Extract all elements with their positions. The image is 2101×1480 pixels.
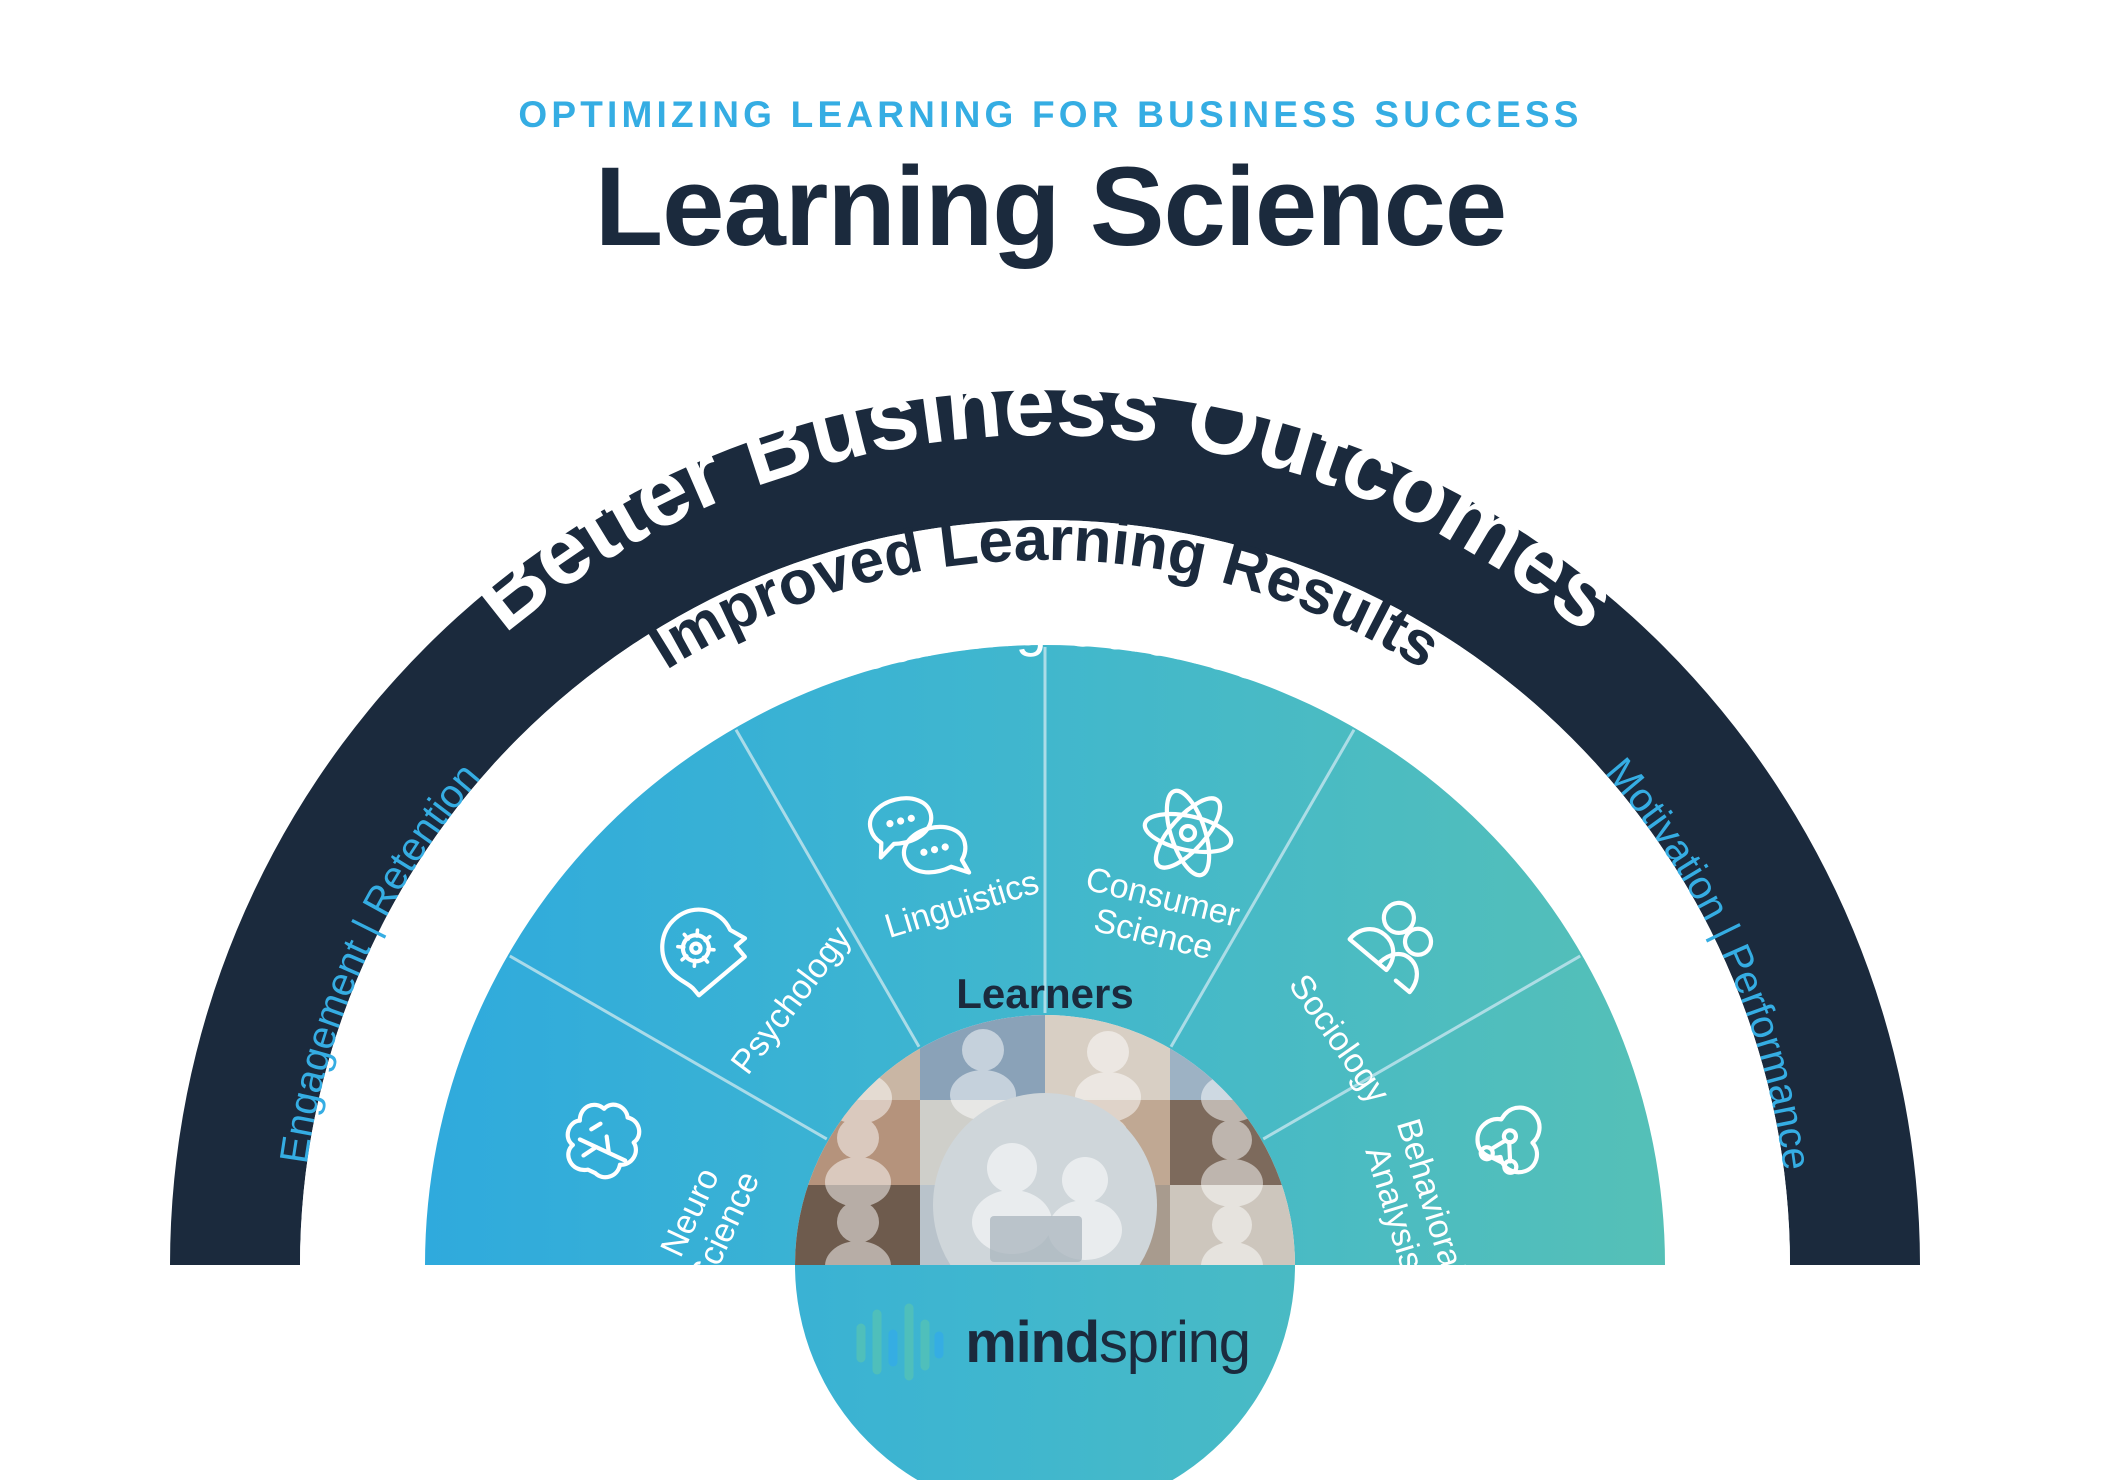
segment-dividers <box>509 647 1581 1141</box>
node-network-icon <box>1475 1105 1542 1175</box>
mindspring-waveform-icon <box>856 1303 944 1381</box>
atom-icon <box>1142 788 1234 878</box>
brand-word-bold: mind <box>965 1310 1100 1375</box>
learners-photo-collage <box>795 1015 1295 1265</box>
brand-wordmark: mindspring <box>965 1314 1251 1372</box>
people-group-icon <box>1347 900 1434 995</box>
head-gear-icon <box>660 907 748 998</box>
page-title: Learning Science <box>594 144 1507 269</box>
brand-footer: mindspring <box>0 1300 2101 1386</box>
core-learners: Learners <box>795 970 1295 1265</box>
speech-bubbles-icon <box>867 796 972 875</box>
core-label-learners: Learners <box>956 970 1133 1017</box>
eyebrow-text: OPTIMIZING LEARNING FOR BUSINESS SUCCESS <box>518 94 1583 135</box>
brand-word-light: spring <box>1098 1310 1251 1375</box>
brain-icon <box>565 1102 642 1180</box>
page-header: OPTIMIZING LEARNING FOR BUSINESS SUCCESS… <box>0 96 2101 268</box>
